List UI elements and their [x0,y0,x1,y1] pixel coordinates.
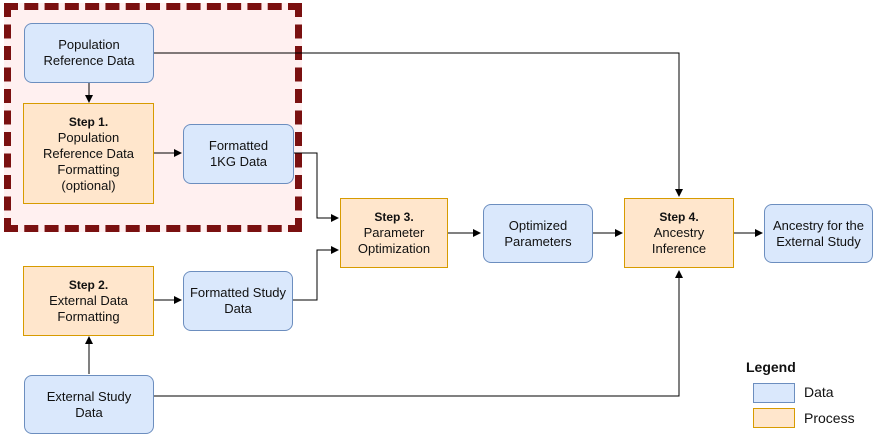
formatted-1kg-data-node: Formatted 1KG Data [183,124,294,184]
step2-external-formatting-node: Step 2. External Data Formatting [23,266,154,336]
step3-parameter-optimization-node: Step 3. Parameter Optimization [340,198,448,268]
formatted-study-data-node: Formatted Study Data [183,271,293,331]
optimized-parameters-node: Optimized Parameters [483,204,593,263]
step4-ancestry-inference-node: Step 4. Ancestry Inference [624,198,734,268]
step1-formatting-node: Step 1. Population Reference Data Format… [23,103,154,204]
population-reference-data-node: Population Reference Data [24,23,154,83]
ancestry-output-node: Ancestry for the External Study [764,204,873,263]
legend-data-label: Data [804,384,834,400]
arrow-fmtstudy-to-step3 [293,246,339,301]
legend-data-swatch [753,383,795,403]
arrow-fmt1kg-to-step3 [294,152,339,222]
arrow-extstudy-to-step4 [153,270,683,397]
legend-process-swatch [753,408,795,428]
arrow-popref-to-step4 [153,52,683,197]
external-study-data-node: External Study Data [24,375,154,434]
legend-title: Legend [746,359,796,375]
legend-process-label: Process [804,410,855,426]
